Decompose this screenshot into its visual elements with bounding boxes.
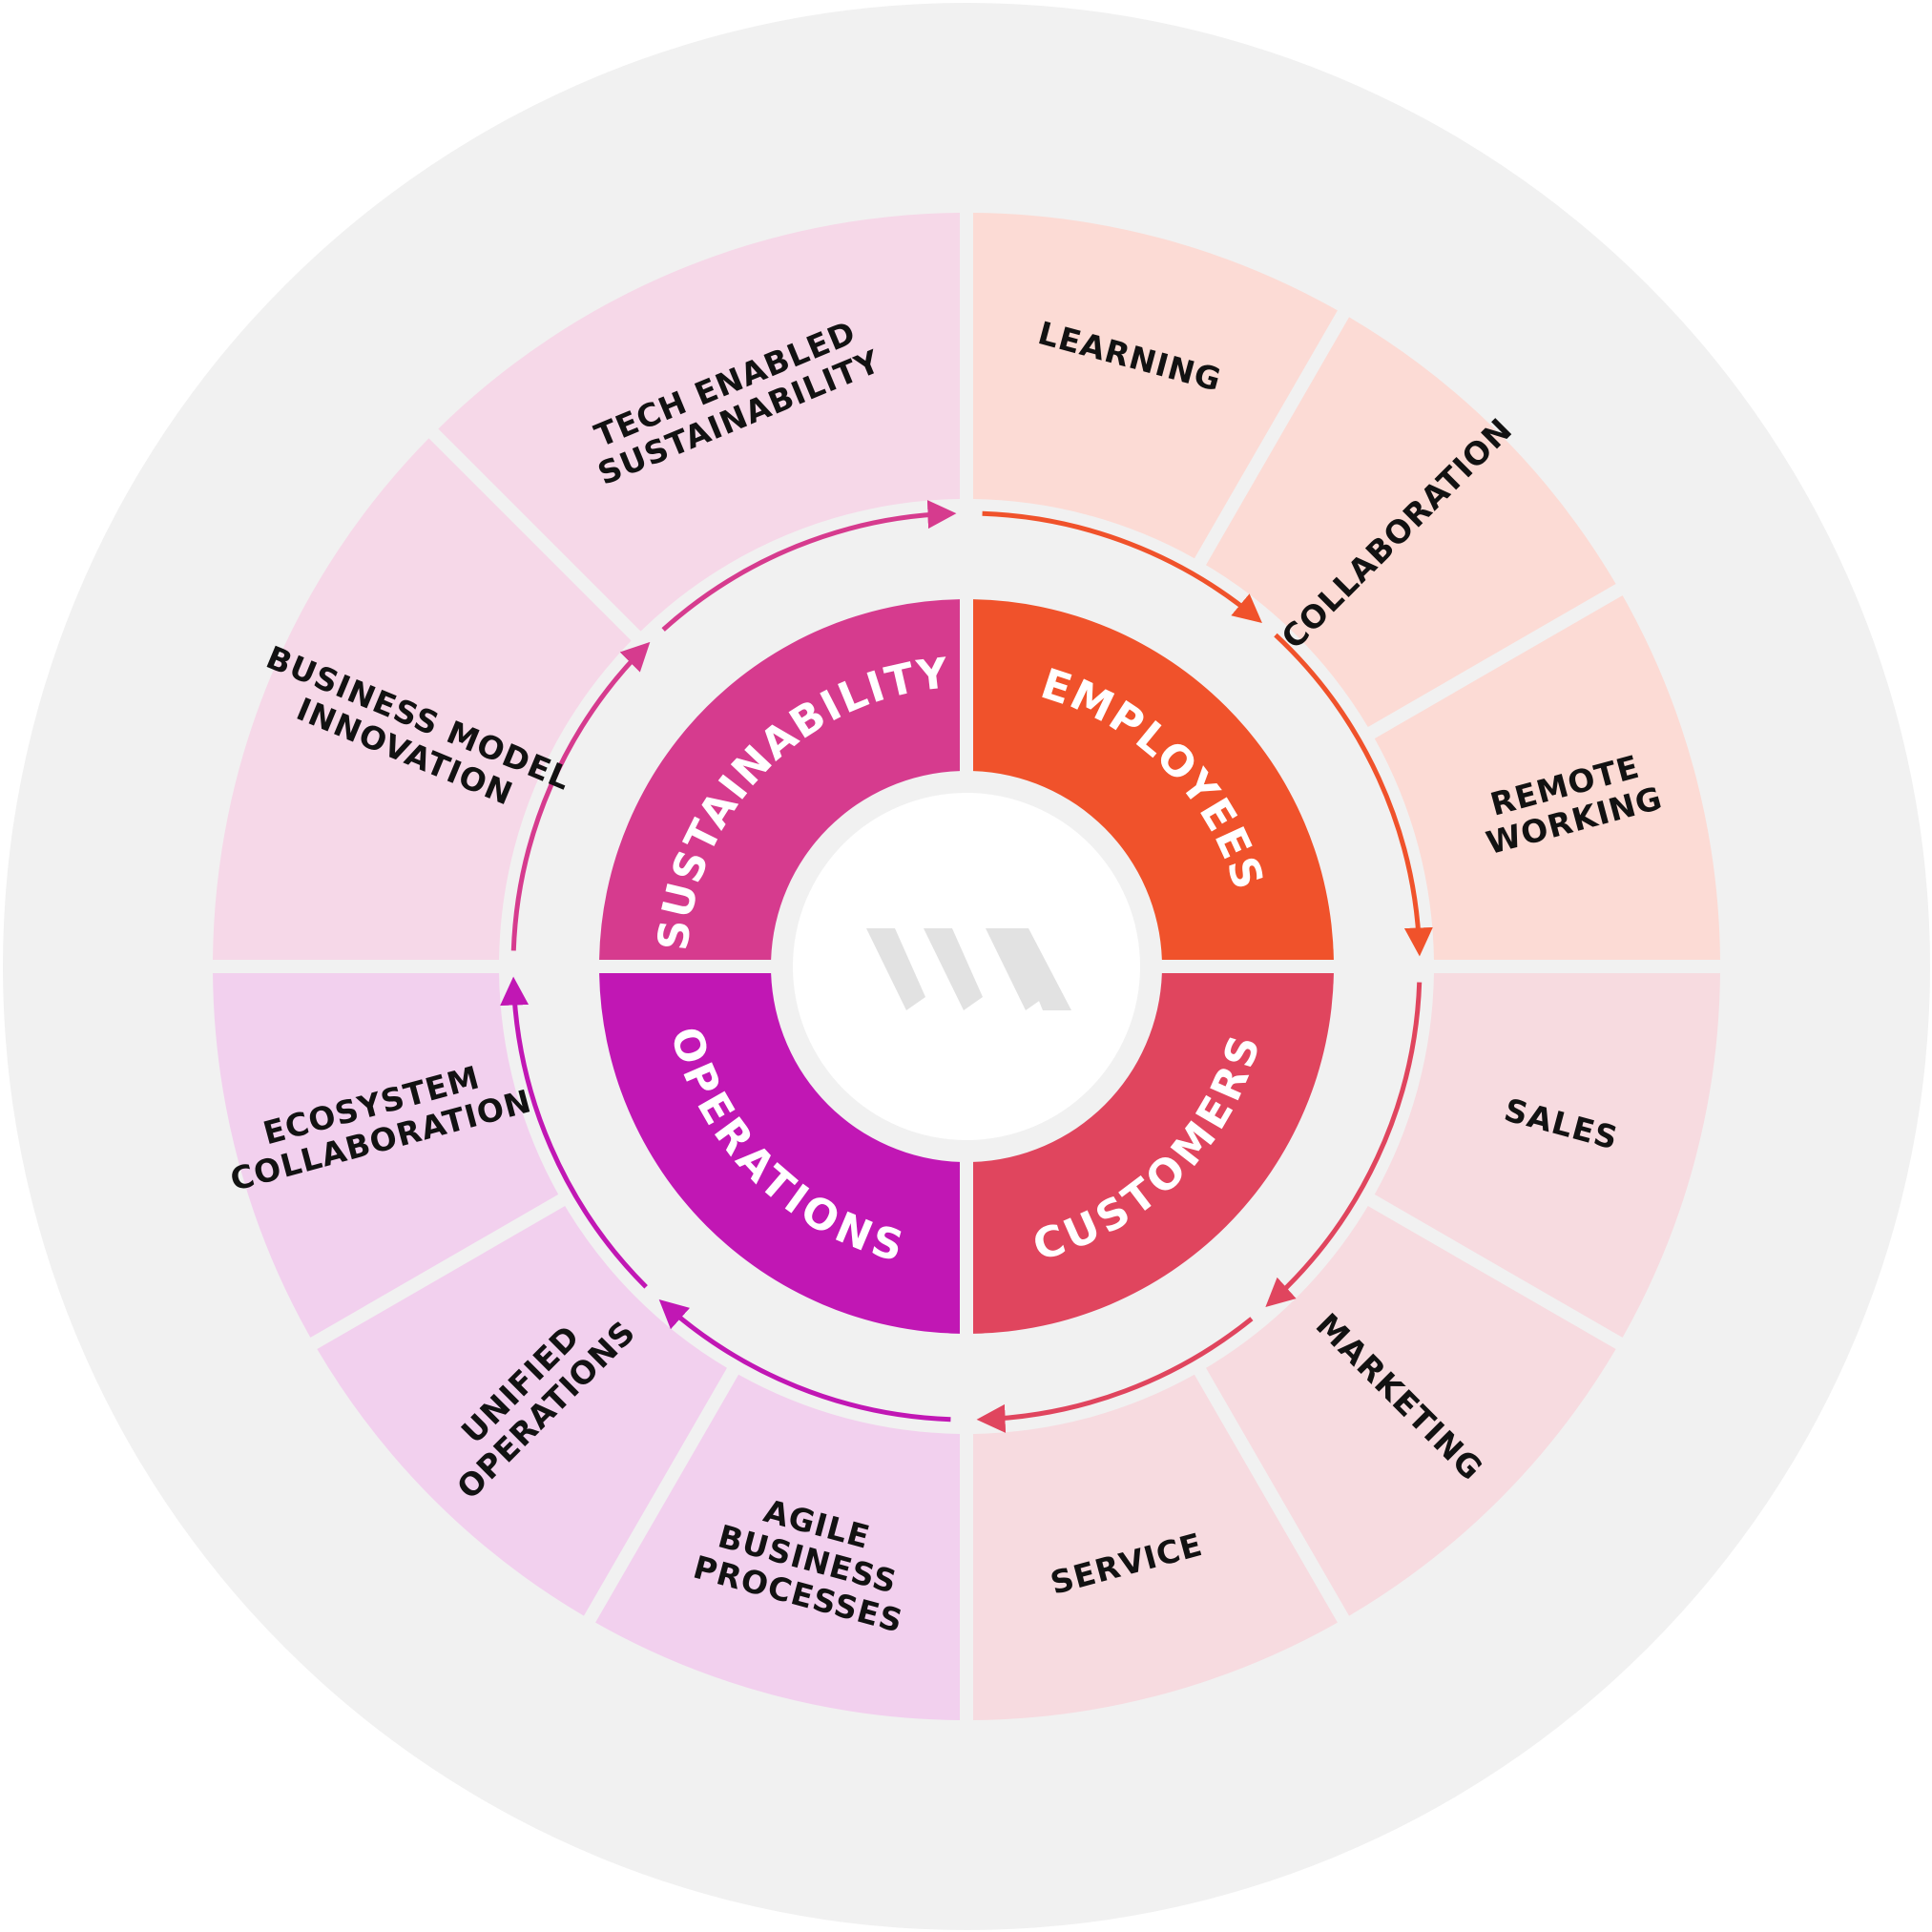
segment-sustainability-2 (438, 213, 961, 632)
core-sustainability (599, 599, 961, 961)
segment-customers-2 (1206, 1206, 1616, 1616)
segment-employees-2 (1206, 317, 1616, 727)
segment-customers-1 (1374, 972, 1720, 1338)
segment-customers-3 (972, 1374, 1338, 1720)
wm-logo-icon (866, 928, 1071, 1010)
flow-arrow-employees-2 (1274, 633, 1433, 957)
flow-arrow-operations-1 (658, 1298, 951, 1423)
flow-arrow-customers-1 (1265, 982, 1423, 1308)
segment-operations-1 (595, 1374, 961, 1720)
flow-arrow-employees-1 (982, 510, 1262, 623)
segment-sustainability-1 (213, 438, 632, 961)
segment-employees-1 (972, 213, 1338, 559)
flow-arrow-sustainability-2 (661, 500, 957, 632)
flow-arrow-customers-2 (976, 1317, 1254, 1433)
flow-arrow-operations-2 (500, 976, 648, 1289)
core-employees (972, 599, 1334, 961)
flow-arrow-sustainability-1 (510, 641, 651, 951)
segment-employees-3 (1374, 595, 1720, 961)
segment-operations-2 (317, 1206, 727, 1616)
segment-operations-3 (213, 972, 559, 1338)
core-customers (972, 972, 1334, 1334)
core-operations (599, 972, 961, 1334)
